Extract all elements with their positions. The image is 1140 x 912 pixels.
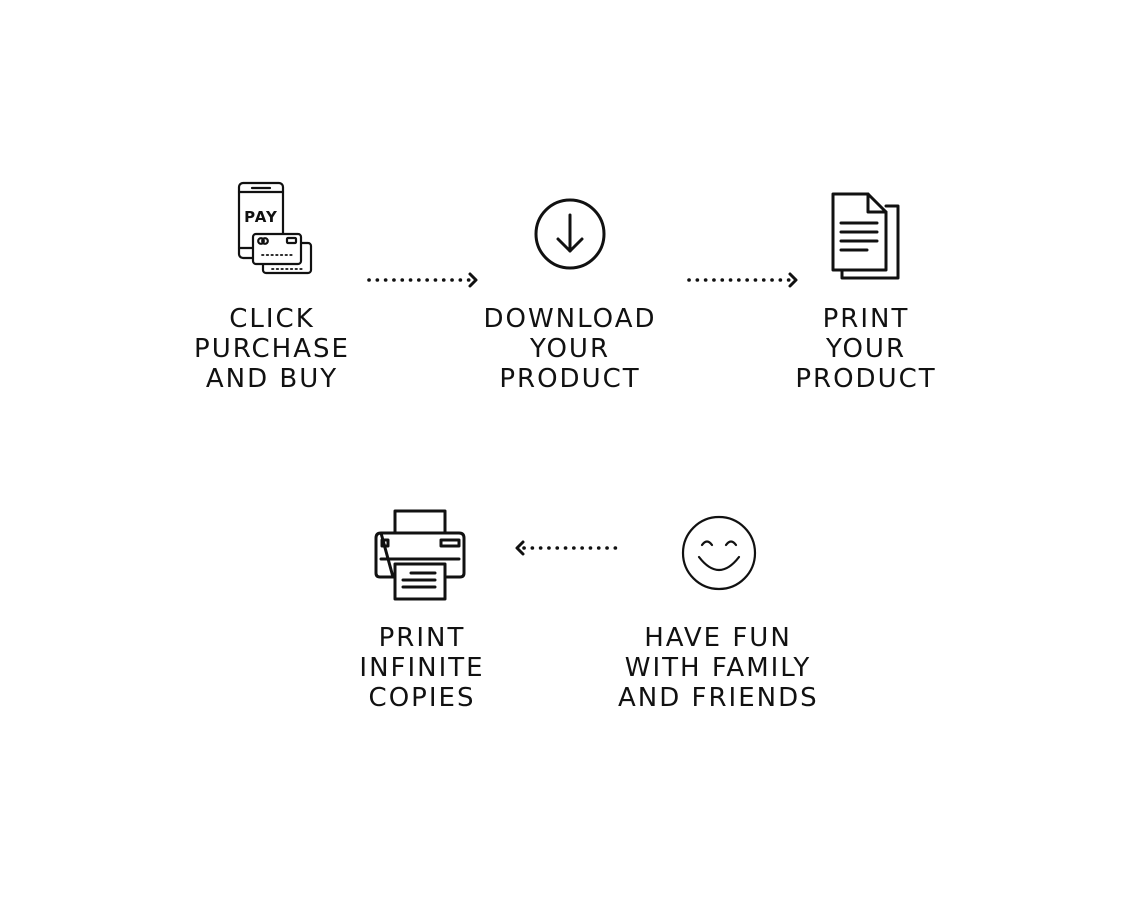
- label-line: AND BUY: [205, 364, 339, 394]
- arrow-right-1: [366, 270, 482, 290]
- label-line: DOWNLOAD: [483, 304, 657, 334]
- step-label-purchase: CLICK PURCHASE AND BUY: [192, 304, 352, 394]
- step-label-print: PRINT YOUR PRODUCT: [786, 304, 946, 394]
- arrow-left: [512, 538, 628, 558]
- label-line: COPIES: [368, 683, 476, 713]
- label-line: WITH FAMILY: [624, 653, 812, 683]
- download-circle-icon: [533, 197, 607, 271]
- step-label-fun: HAVE FUN WITH FAMILY AND FRIENDS: [618, 623, 818, 713]
- label-line: PRINT: [378, 623, 466, 653]
- label-line: YOUR: [825, 334, 907, 364]
- label-line: PRODUCT: [795, 364, 937, 394]
- smiley-icon: [681, 515, 757, 591]
- label-line: AND FRIENDS: [618, 683, 819, 713]
- label-line: PRINT: [822, 304, 910, 334]
- label-line: INFINITE: [359, 653, 485, 683]
- arrow-right-2: [686, 270, 802, 290]
- label-line: PRODUCT: [499, 364, 641, 394]
- label-line: YOUR: [529, 334, 611, 364]
- phone-pay-icon: PAY: [236, 181, 316, 278]
- label-line: HAVE FUN: [644, 623, 792, 653]
- step-label-copies: PRINT INFINITE COPIES: [342, 623, 502, 713]
- document-icon: [830, 192, 902, 282]
- pay-text: PAY: [244, 208, 278, 226]
- label-line: PURCHASE: [194, 334, 350, 364]
- printer-icon: [373, 509, 467, 601]
- label-line: CLICK: [229, 304, 315, 334]
- step-label-download: DOWNLOAD YOUR PRODUCT: [480, 304, 660, 394]
